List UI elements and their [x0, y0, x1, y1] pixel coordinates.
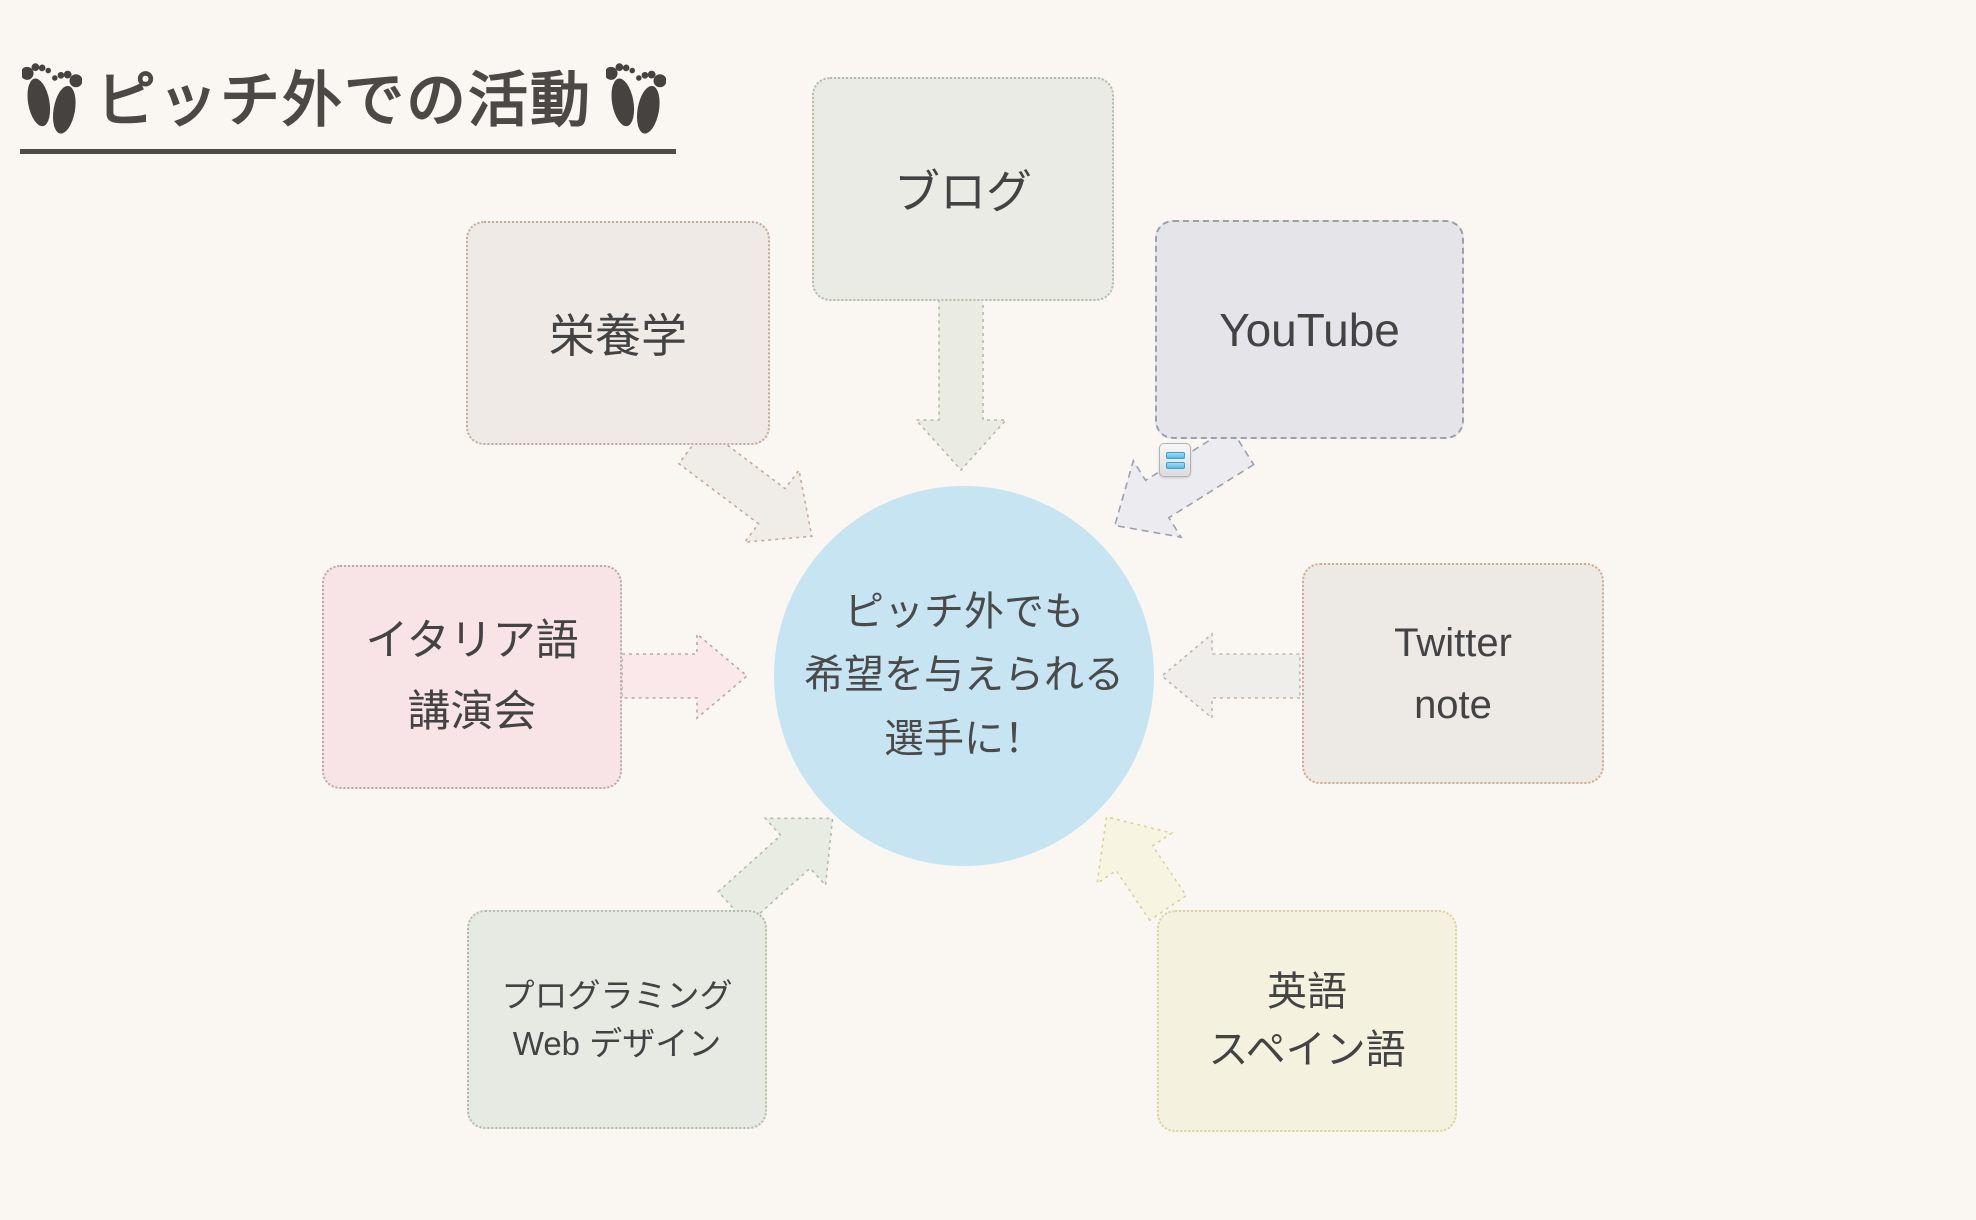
node-blog[interactable]: ブログ — [812, 77, 1114, 301]
arrow-blog-to-center[interactable] — [914, 297, 1008, 472]
node-blog-label: ブログ — [894, 166, 1032, 218]
center-goal-circle[interactable]: ピッチ外でも 希望を与えられる 選手に！ — [774, 486, 1154, 866]
node-italian-label: イタリア語 講演会 — [365, 617, 579, 736]
footprints-icon — [606, 62, 666, 134]
title-text: ピッチ外での活動 — [96, 68, 592, 134]
center-goal-text: ピッチ外でも 希望を与えられる 選手に！ — [804, 590, 1124, 761]
node-programming-label: プログラミング Web デザイン — [501, 976, 733, 1062]
page-title: ピッチ外での活動 — [20, 52, 676, 154]
footprints-icon — [22, 62, 82, 134]
node-nutrition-label: 栄養学 — [549, 310, 687, 362]
arrow-english-to-center[interactable] — [1069, 792, 1205, 934]
list-icon-bar — [1165, 451, 1185, 459]
arrow-nutrition-to-center[interactable] — [665, 410, 839, 572]
node-youtube-label: YouTube — [1219, 303, 1400, 356]
arrow-programming-to-center[interactable] — [703, 785, 863, 942]
node-twitter-label: Twitter note — [1394, 620, 1512, 727]
arrow-twitter-to-center[interactable] — [1160, 632, 1301, 720]
node-youtube[interactable]: YouTube — [1155, 220, 1464, 439]
node-italian-lectures[interactable]: イタリア語 講演会 — [322, 565, 622, 789]
node-english-spanish[interactable]: 英語 スペイン語 — [1157, 910, 1457, 1132]
list-icon[interactable] — [1159, 443, 1191, 477]
list-icon-bar — [1165, 461, 1185, 469]
node-english-label: 英語 スペイン語 — [1208, 970, 1406, 1072]
node-twitter-note[interactable]: Twitter note — [1302, 563, 1604, 784]
node-nutrition[interactable]: 栄養学 — [466, 221, 770, 445]
node-programming-webdesign[interactable]: プログラミング Web デザイン — [467, 910, 767, 1129]
arrow-italian-to-center[interactable] — [621, 632, 749, 720]
